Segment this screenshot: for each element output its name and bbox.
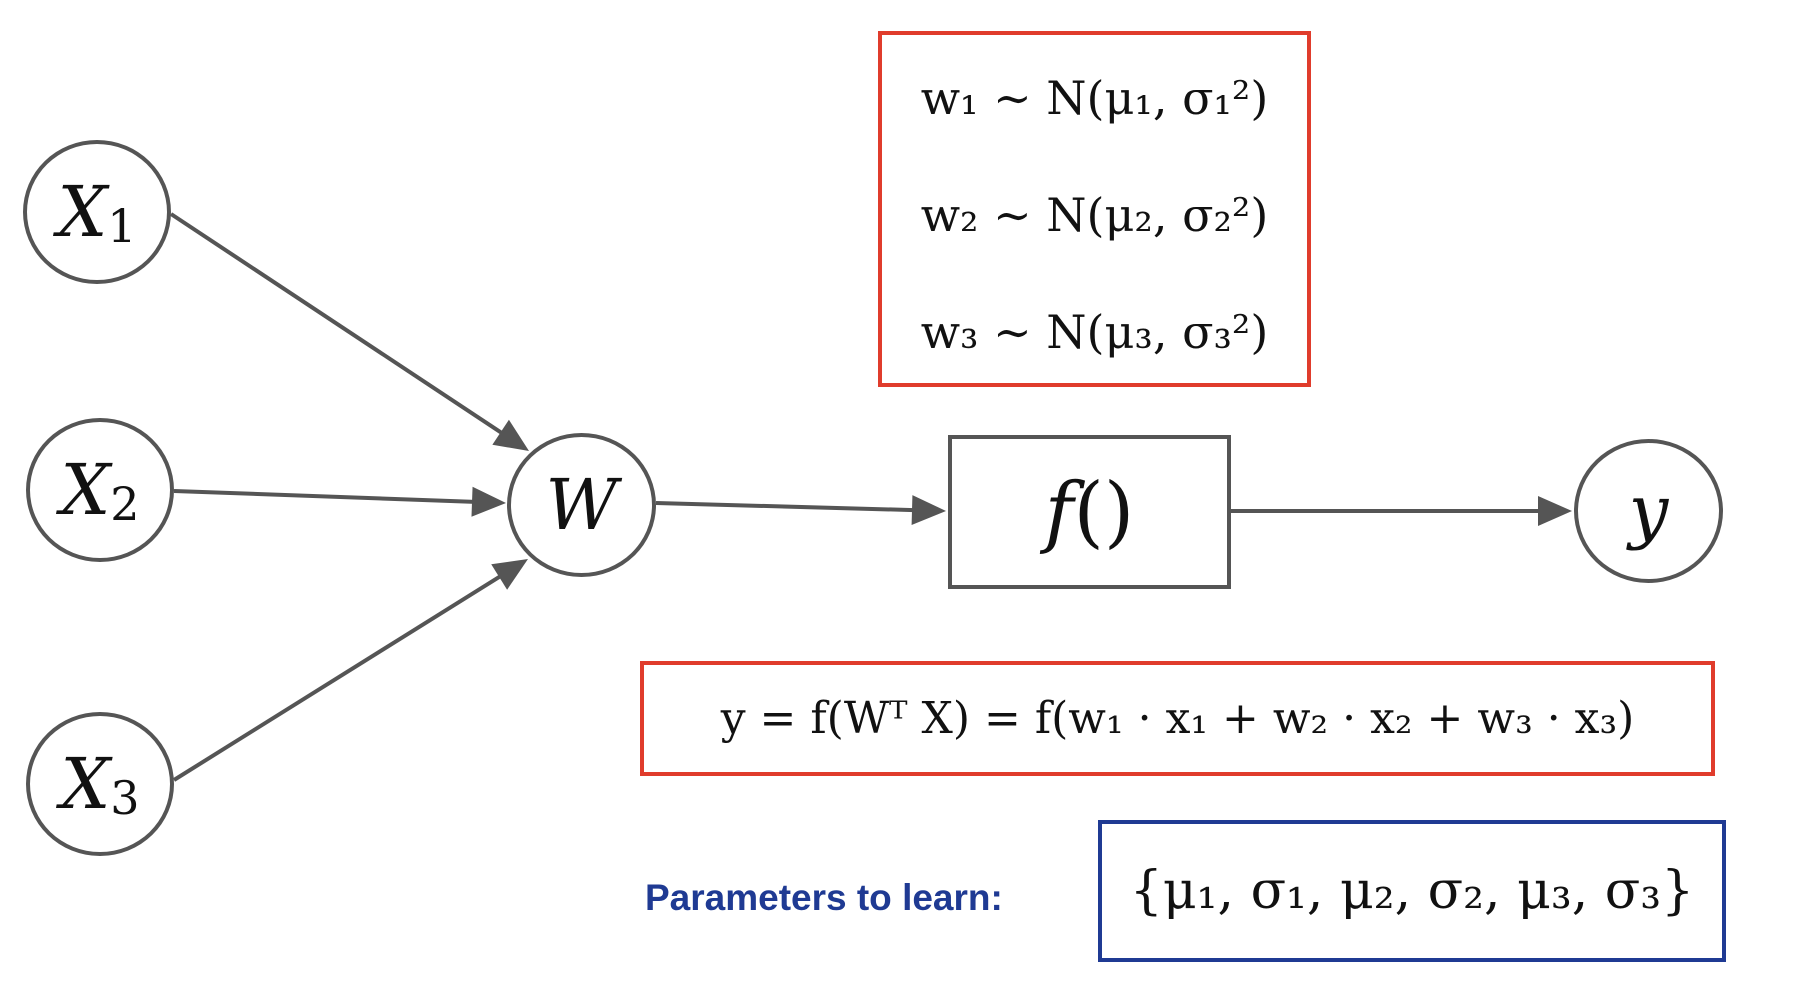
node-x1-symbol: X <box>57 171 108 253</box>
node-y-symbol: y <box>1628 470 1669 552</box>
weight-distribution-2: w₂ ∼ N(μ₂, σ₂²) <box>920 188 1269 242</box>
activation-symbol: f <box>1044 467 1074 557</box>
node-w: W <box>507 433 656 577</box>
output-equation-box: y = f(Wᵀ X) = f(w₁ · x₁ + w₂ · x₂ + w₃ ·… <box>640 661 1715 776</box>
node-x1-subscript: 1 <box>107 199 137 253</box>
edge-x1-to-w-arrowhead <box>492 419 529 451</box>
node-y: y <box>1574 439 1723 583</box>
weight-distributions-box: w₁ ∼ N(μ₁, σ₁²) w₂ ∼ N(μ₂, σ₂²) w₃ ∼ N(μ… <box>878 31 1311 387</box>
parameters-box: {μ₁, σ₁, μ₂, σ₂, μ₃, σ₃} <box>1098 820 1726 962</box>
edge-x2-to-w-arrowhead <box>471 486 506 517</box>
edge-f-to-y-arrowhead <box>1538 496 1572 526</box>
output-equation: y = f(Wᵀ X) = f(w₁ · x₁ + w₂ · x₂ + w₃ ·… <box>720 693 1635 744</box>
node-x2-subscript: 2 <box>110 477 140 531</box>
activation-box: f() <box>948 435 1231 589</box>
node-x2-symbol: X <box>60 449 111 531</box>
node-w-symbol: W <box>545 464 618 546</box>
edge-x3-to-w-arrowhead <box>491 559 528 590</box>
weight-distribution-1: w₁ ∼ N(μ₁, σ₁²) <box>920 71 1269 125</box>
parameters-set: {μ₁, σ₁, μ₂, σ₂, μ₃, σ₃} <box>1129 861 1695 921</box>
edge-x3-to-w <box>172 572 506 782</box>
edge-w-to-f-arrowhead <box>911 495 946 526</box>
activation-parens: () <box>1073 467 1135 557</box>
edge-x1-to-w <box>169 212 507 438</box>
node-x3-subscript: 3 <box>110 771 140 825</box>
edge-x2-to-w <box>173 489 479 504</box>
edge-w-to-f <box>655 501 919 513</box>
node-x3-symbol: X <box>60 743 111 825</box>
parameters-label: Parameters to learn: <box>645 877 1003 918</box>
weight-distribution-3: w₃ ∼ N(μ₃, σ₃²) <box>920 305 1269 359</box>
